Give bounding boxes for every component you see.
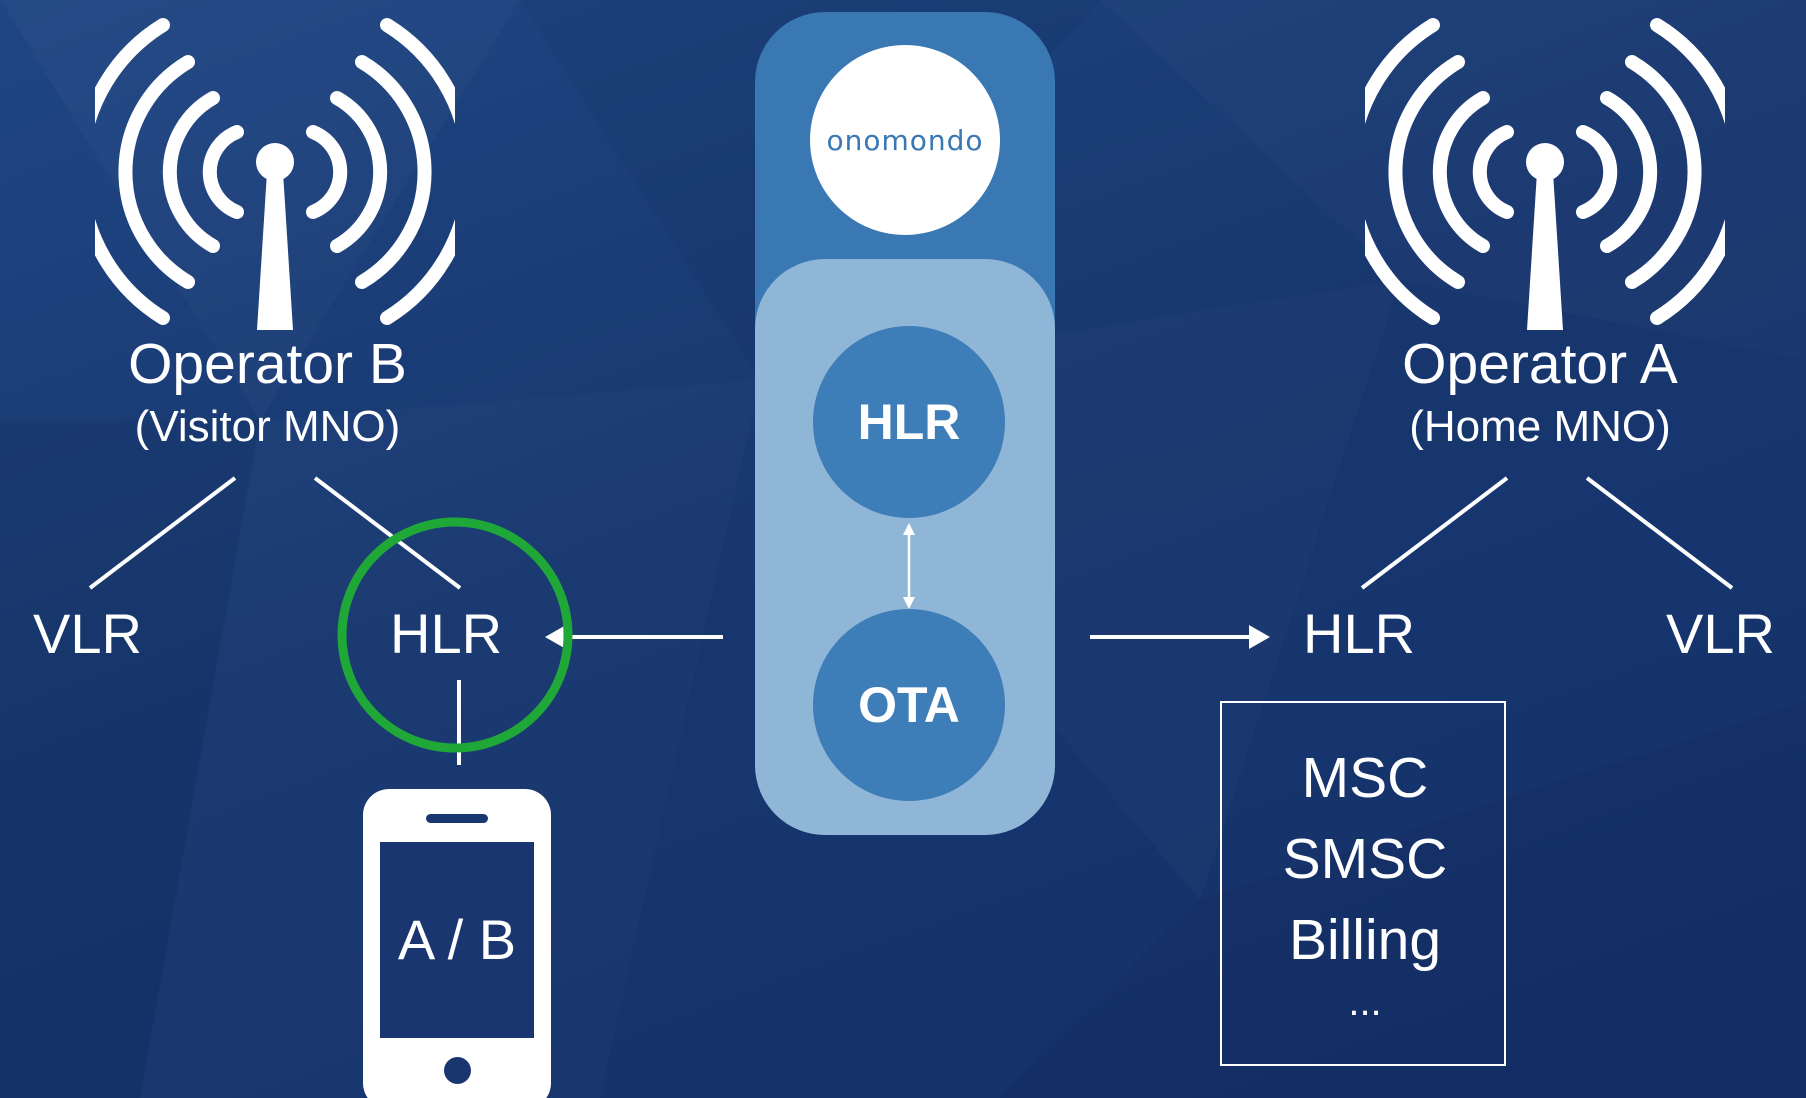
operator-a-subtitle: (Home MNO)	[1409, 402, 1671, 451]
radio-tower-icon	[1365, 18, 1725, 330]
onomondo-logo: onomondo	[810, 45, 1000, 235]
phone-home-button	[444, 1057, 471, 1084]
phone-label: A / B	[397, 908, 517, 971]
onomondo-platform: onomondo HLR OTA	[755, 12, 1055, 835]
home-hlr-label: HLR	[1303, 602, 1416, 665]
bidirectional-arrow-icon	[903, 523, 915, 609]
home-services-box: MSC SMSC Billing ...	[1220, 701, 1506, 1066]
service-msc: MSC	[1301, 746, 1429, 810]
onomondo-hlr-node: HLR	[813, 326, 1005, 518]
operator-b-name: Operator B	[128, 332, 407, 396]
visitor-vlr-label: VLR	[33, 602, 142, 665]
home-vlr-label: VLR	[1666, 602, 1775, 665]
operator-b-subtitle: (Visitor MNO)	[134, 402, 401, 451]
visitor-hlr-label: HLR	[390, 602, 503, 665]
service-more: ...	[1348, 980, 1382, 1024]
phone-speaker	[426, 814, 488, 823]
onomondo-core: HLR OTA	[755, 259, 1055, 835]
operator-a-name: Operator A	[1402, 332, 1678, 396]
smartphone-icon: A / B	[363, 789, 551, 1098]
phone-screen: A / B	[380, 842, 534, 1038]
onomondo-hlr-label: HLR	[857, 394, 961, 450]
radio-tower-icon	[95, 18, 455, 330]
service-billing: Billing	[1288, 908, 1442, 972]
service-smsc: SMSC	[1282, 827, 1448, 891]
onomondo-logo-text: onomondo	[826, 123, 984, 157]
onomondo-ota-label: OTA	[858, 677, 960, 733]
onomondo-ota-node: OTA	[813, 609, 1005, 801]
